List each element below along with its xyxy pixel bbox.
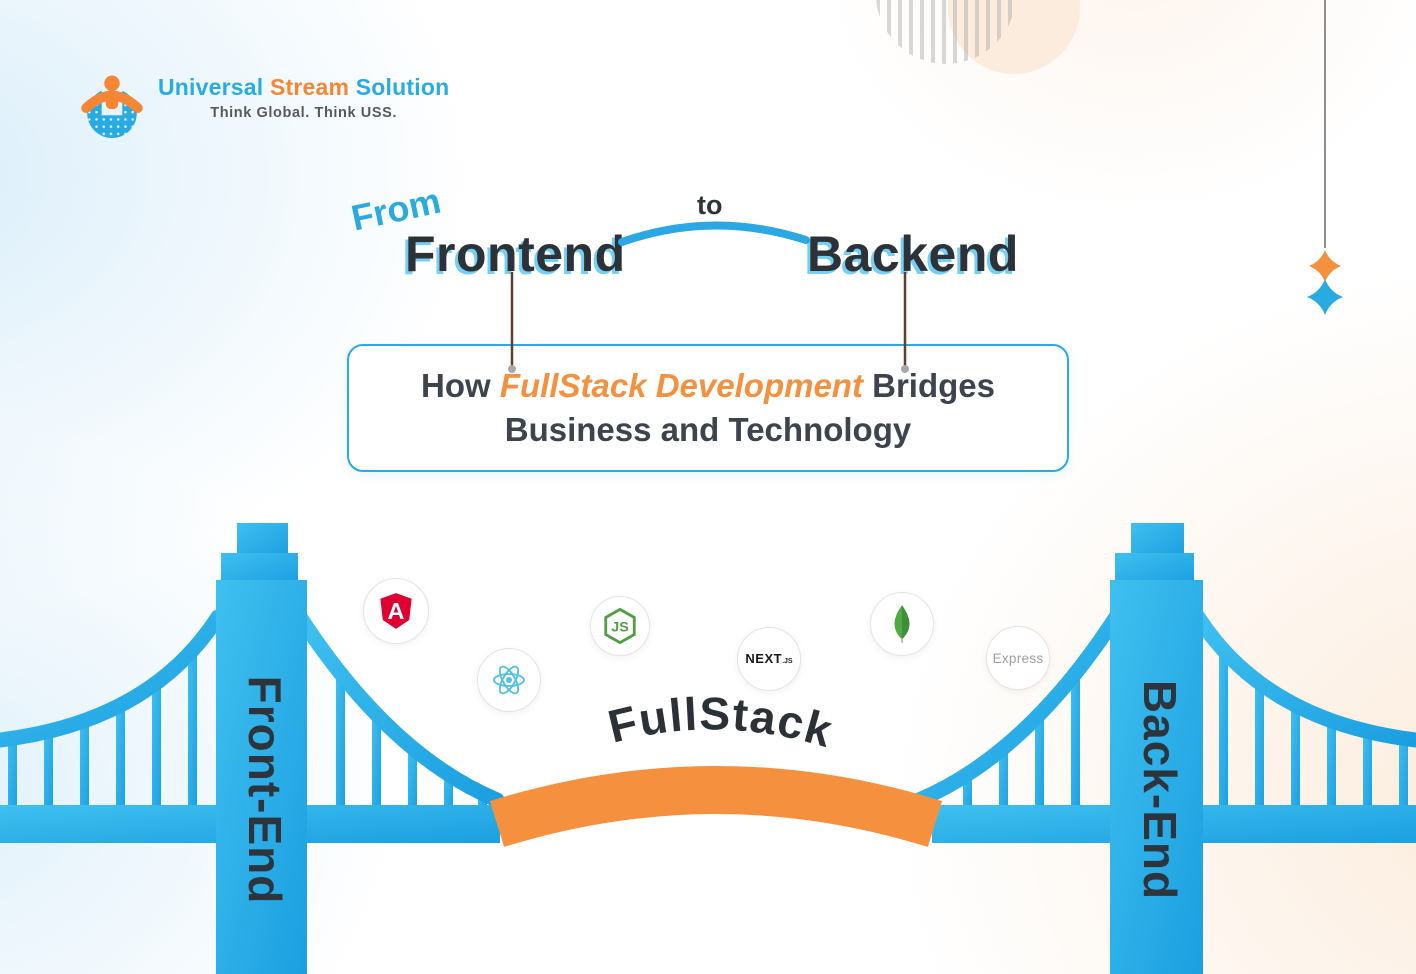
express-icon: Express [992,650,1044,666]
react-badge [477,648,541,712]
title-suffix: Bridges [872,367,995,404]
title-highlight: FullStack Development [499,367,863,404]
brand-logo: Universal Stream Solution Think Global. … [80,74,449,138]
hanging-line-decoration [1324,0,1326,248]
brand-word-universal: Universal [158,74,264,100]
tower-left [216,523,307,974]
cable-left-inner [292,609,505,808]
person-globe-icon [81,75,143,138]
sparkle-stars-icon [1307,250,1343,315]
nextjs-label: NEXT [745,651,783,666]
headline-backend: Backend [807,226,1019,282]
title-line-2: Business and Technology [504,411,912,448]
react-icon [493,665,525,695]
nodejs-icon: JS [604,607,636,645]
suspenders-left-inner [336,670,487,812]
nodejs-letters: JS [611,619,628,635]
headline-to: to [697,190,723,220]
brand-word-stream: Stream [269,74,350,100]
pointer-dot-frontend [508,365,516,373]
nextjs-badge: NEXT.JS [737,627,801,691]
angular-badge: A [363,578,429,644]
fullstack-label: FullStack [603,687,839,757]
back-end-label: Back-End [1134,680,1186,900]
nodejs-badge: JS [590,596,650,656]
bridge-illustration: Front-End Back-End FullStack [0,523,1416,974]
nextjs-label-suffix: .JS [782,658,793,665]
tower-right [1110,523,1203,974]
angular-icon: A [380,593,412,629]
mongodb-badge [870,592,934,656]
angular-letter: A [388,598,405,624]
fullstack-arch [489,766,943,847]
mongodb-icon [894,605,910,643]
nextjs-icon: NEXT.JS [745,650,792,668]
brand-name: Universal Stream Solution [158,74,449,101]
cable-right-inner [911,609,1124,808]
pointer-dot-backend [901,365,909,373]
title-prefix: How [421,367,491,404]
cable-left-outer [0,609,226,748]
arc-connector [618,221,810,246]
title-line-1: How FullStack Development Bridges [421,364,995,408]
brand-tagline: Think Global. Think USS. [210,105,398,121]
front-end-label: Front-End [239,676,291,905]
cable-right-outer [1190,609,1416,748]
headline-connectors [508,221,909,373]
express-badge: Express [986,626,1050,690]
brand-word-solution: Solution [355,74,450,100]
suspenders-right-outer [1219,650,1408,812]
title-box: How FullStack Development Bridges Busine… [347,344,1069,472]
headline-frontend: Frontend [405,226,626,282]
suspenders-left-outer [8,650,197,812]
